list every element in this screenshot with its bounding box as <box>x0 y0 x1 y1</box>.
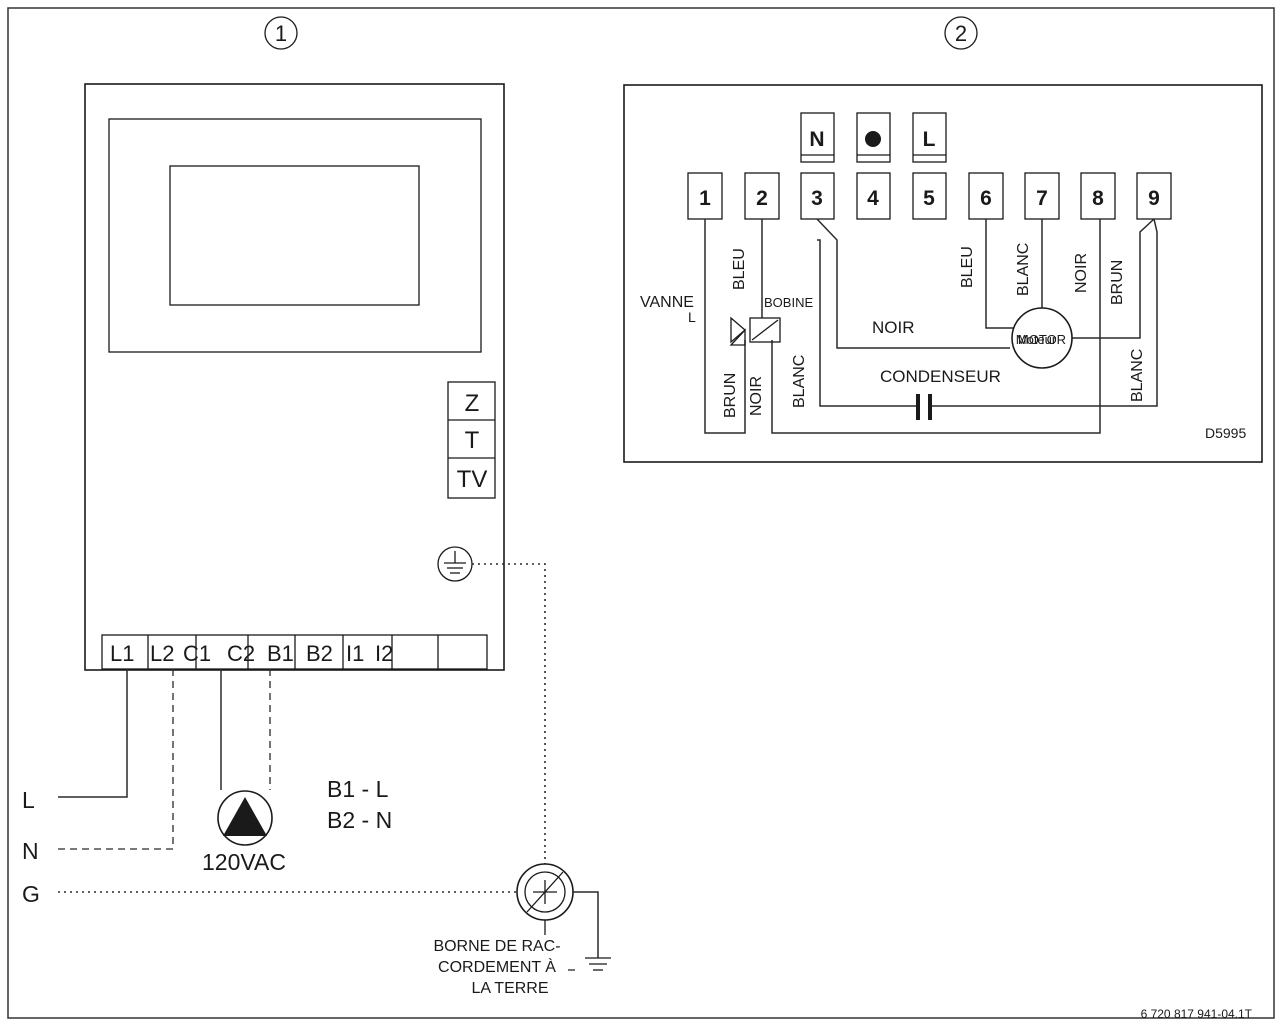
controller-display <box>169 165 420 306</box>
condenser-icon <box>916 394 932 420</box>
noir-2-label: NOIR <box>748 376 765 416</box>
terminal-i2: I2 <box>375 641 393 666</box>
controller-ground-wire <box>472 563 546 864</box>
supply-label-g: G <box>22 881 40 907</box>
figure-id: 6 720 817 941-04.1T <box>1141 1007 1253 1021</box>
motor-label: MOTOR <box>1018 332 1066 347</box>
earth-wire <box>573 891 599 958</box>
svg-text:2: 2 <box>955 21 967 46</box>
terminal-5: 5 <box>923 187 935 210</box>
ground-terminal-label-3: LA TERRE <box>471 980 548 997</box>
terminal-l2: L2 <box>150 641 174 666</box>
terminal-7: 7 <box>1036 187 1048 210</box>
terminal-2: 2 <box>756 187 768 210</box>
valve-icon <box>729 316 746 346</box>
terminal-1: 1 <box>699 187 711 210</box>
blanc-3-label: BLANC <box>791 355 808 408</box>
ground-terminal-label-1: BORNE DE RAC- <box>433 938 560 955</box>
supply-label-n: N <box>22 838 39 864</box>
vanne-sub-label: L <box>688 309 696 325</box>
motor-overlay-label: Moteur <box>1016 332 1057 347</box>
vanne-label: VANNE <box>640 294 694 311</box>
numbered-terminal-strip: 1 2 3 4 5 6 7 8 9 <box>687 172 1172 220</box>
terminal-l1: L1 <box>110 641 134 666</box>
terminal-b1: B1 <box>267 641 294 666</box>
terminal-c1: C1 <box>183 641 211 666</box>
terminal-6: 6 <box>980 187 992 210</box>
brun-9-label: BRUN <box>1109 260 1126 305</box>
panel-number-1: 1 <box>264 16 298 50</box>
svg-text:N: N <box>809 128 824 151</box>
side-terminal-strip: Z T TV <box>447 381 496 499</box>
filled-dot-icon <box>856 112 891 163</box>
panel2-wires <box>704 218 1158 434</box>
motor-icon <box>1011 307 1073 369</box>
bleu-2-label: BLEU <box>731 248 748 290</box>
terminal-c2: C2 <box>227 641 255 666</box>
wire-n <box>58 669 174 850</box>
wiring-panel-frame <box>623 84 1263 463</box>
ground-terminal-label-2: CORDEMENT À <box>438 957 556 976</box>
terminal-4: 4 <box>867 187 879 210</box>
controller-cover <box>108 118 482 353</box>
ground-terminal-icon <box>516 863 574 935</box>
bobine-label: BOBINE <box>764 295 813 310</box>
panel2-diagram-id: D5995 <box>1205 425 1246 441</box>
bleu-6-label: BLEU <box>959 246 976 288</box>
blanc-9-label: BLANC <box>1129 349 1146 402</box>
terminal-8: 8 <box>1092 187 1104 210</box>
controller-housing <box>84 83 505 671</box>
terminal-i1: I1 <box>346 641 364 666</box>
b-legend-line1: B1 - L <box>327 776 389 802</box>
pump-label: 120VAC <box>202 849 286 875</box>
wire-l <box>58 669 128 798</box>
panel-number-2: 2 <box>944 16 978 50</box>
supply-wires: L N G <box>22 669 518 907</box>
terminal-9: 9 <box>1148 187 1160 210</box>
b-legend-line2: B2 - N <box>327 807 392 833</box>
terminal-t: T <box>465 427 480 454</box>
terminal-3: 3 <box>811 187 823 210</box>
earth-symbol-icon <box>568 957 611 971</box>
bottom-terminal-strip: L1 L2 C1 C2 B1 B2 I1 I2 <box>101 634 488 670</box>
blanc-7-label: BLANC <box>1015 243 1032 296</box>
terminal-z: Z <box>465 390 480 417</box>
terminal-b2: B2 <box>306 641 333 666</box>
outer-frame <box>7 7 1275 1019</box>
top-terminal-n: N <box>800 112 835 163</box>
top-terminal-l: L <box>912 112 947 163</box>
condenseur-label: CONDENSEUR <box>880 367 1001 386</box>
brun-1-label: BRUN <box>722 373 739 418</box>
noir-8-label: NOIR <box>1073 253 1090 293</box>
supply-label-l: L <box>22 787 35 813</box>
bobine-icon <box>749 317 781 343</box>
terminal-tv: TV <box>457 466 488 493</box>
svg-text:1: 1 <box>275 21 287 46</box>
svg-text:L: L <box>923 128 936 151</box>
noir-3-label: NOIR <box>872 318 915 337</box>
pump-icon <box>217 790 273 846</box>
